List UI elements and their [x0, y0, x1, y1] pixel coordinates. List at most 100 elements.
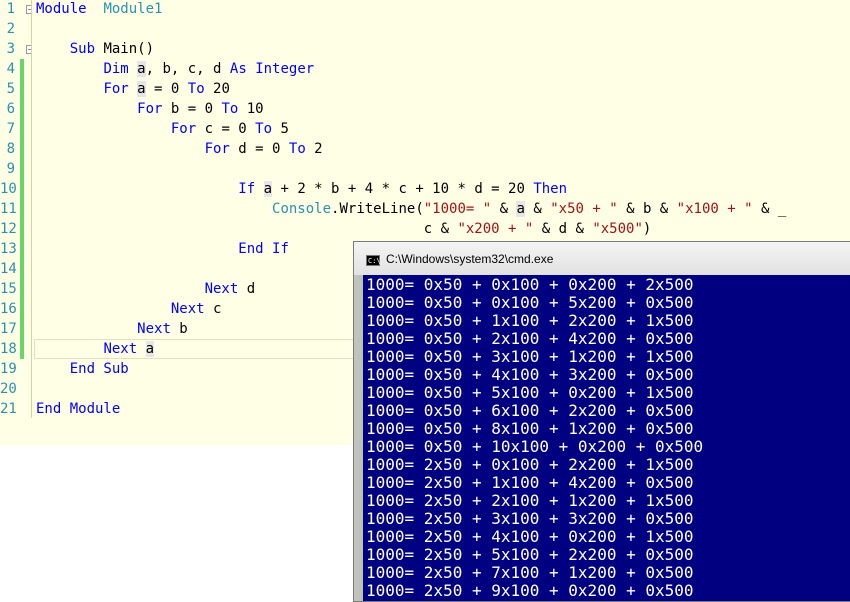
line-number: 17: [0, 321, 17, 337]
code-token: To: [187, 81, 205, 97]
code-line[interactable]: Dim a, b, c, d As Integer: [36, 59, 314, 79]
code-token: [36, 81, 103, 97]
code-token: 2: [305, 141, 323, 157]
code-token: 5: [272, 121, 289, 137]
code-token: &: [491, 201, 517, 217]
code-line[interactable]: End If: [36, 239, 289, 259]
code-line[interactable]: Next b: [36, 319, 188, 339]
code-line[interactable]: c & "x200 + " & d & "x500"): [36, 219, 652, 239]
change-marker: [20, 279, 24, 299]
console-line: 1000= 2x50 + 7x100 + 1x200 + 0x500: [366, 563, 694, 582]
code-token: Next: [103, 341, 138, 357]
code-token: If: [238, 181, 256, 197]
code-token: a: [263, 181, 273, 197]
code-token: ): [642, 221, 652, 237]
code-token: Console: [272, 201, 332, 217]
code-token: Main(): [95, 41, 155, 57]
code-token: & _: [752, 201, 787, 217]
console-line: 1000= 2x50 + 4x100 + 0x200 + 1x500: [366, 527, 694, 546]
code-token: End Module: [36, 401, 121, 417]
console-line: 1000= 0x50 + 10x100 + 0x200 + 0x500: [366, 437, 704, 456]
code-token: [36, 141, 205, 157]
code-token: Sub: [69, 41, 96, 57]
code-token: [87, 1, 104, 17]
cmd-window-title: C:\Windows\system32\cmd.exe: [386, 252, 554, 266]
console-line: 1000= 2x50 + 1x100 + 4x200 + 0x500: [366, 473, 694, 492]
cmd-window-border: [354, 275, 363, 601]
line-number: 10: [0, 181, 17, 197]
code-line[interactable]: For c = 0 To 5: [36, 119, 289, 139]
console-line: 1000= 0x50 + 3x100 + 1x200 + 1x500: [366, 347, 694, 366]
code-line[interactable]: For a = 0 To 20: [36, 79, 230, 99]
code-token: [137, 341, 145, 357]
change-marker: [20, 179, 24, 199]
change-marker: [20, 119, 24, 139]
code-line[interactable]: Console.WriteLine("1000= " & a & "x50 + …: [36, 199, 786, 219]
code-token: For: [137, 101, 163, 117]
code-token: c = 0: [196, 121, 256, 137]
code-token: b = 0: [162, 101, 222, 117]
code-token: To: [255, 121, 273, 137]
console-line: 1000= 0x50 + 1x100 + 2x200 + 1x500: [366, 311, 694, 330]
console-line: 1000= 2x50 + 0x100 + 2x200 + 1x500: [366, 455, 694, 474]
cmd-titlebar[interactable]: C:\ C:\Windows\system32\cmd.exe: [354, 242, 850, 275]
code-token: [36, 241, 238, 257]
code-token: For: [204, 141, 230, 157]
code-line[interactable]: If a + 2 * b + 4 * c + 10 * d = 20 Then: [36, 179, 567, 199]
code-token: d: [238, 281, 256, 297]
change-marker: [20, 299, 24, 319]
code-token: Next: [204, 281, 239, 297]
code-token: [129, 61, 137, 77]
code-line[interactable]: Module Module1: [36, 0, 162, 19]
console-line: 1000= 0x50 + 4x100 + 3x200 + 0x500: [366, 365, 694, 384]
code-token: For: [170, 121, 197, 137]
line-number: 20: [0, 381, 17, 397]
code-token: Next: [170, 301, 205, 317]
code-token: Integer: [255, 61, 315, 77]
code-token: Module1: [103, 1, 163, 17]
line-number: 15: [0, 281, 17, 297]
change-marker: [20, 319, 24, 339]
code-line[interactable]: Next c: [36, 299, 222, 319]
code-area[interactable]: Module Module1 Sub Main() Dim a, b, c, d…: [31, 0, 850, 419]
console-line: 1000= 2x50 + 3x100 + 3x200 + 0x500: [366, 509, 694, 528]
line-number: 12: [0, 221, 17, 237]
line-number: 2: [6, 21, 15, 37]
code-line[interactable]: End Module: [36, 399, 120, 419]
code-line[interactable]: For b = 0 To 10: [36, 99, 263, 119]
code-line[interactable]: Next a: [36, 339, 155, 359]
cmd-icon: C:\: [366, 255, 381, 266]
code-line[interactable]: For d = 0 To 2: [36, 139, 323, 159]
code-token: + 2 * b + 4 * c + 10 * d = 20: [272, 181, 534, 197]
code-line[interactable]: End Sub: [36, 359, 129, 379]
cmd-window[interactable]: C:\ C:\Windows\system32\cmd.exe 1000= 0x…: [353, 241, 850, 602]
code-token: "x50 + ": [550, 201, 618, 217]
change-marker: [20, 259, 24, 279]
line-number: 13: [0, 241, 17, 257]
code-token: [36, 301, 171, 317]
code-line[interactable]: Next d: [36, 279, 256, 299]
console-line: 1000= 2x50 + 9x100 + 0x200 + 0x500: [366, 581, 694, 600]
change-marker: [20, 159, 24, 179]
code-token: a: [137, 61, 146, 77]
code-token: , b, c, d: [145, 61, 230, 77]
code-token: For: [103, 81, 129, 97]
line-number: 7: [6, 121, 15, 137]
code-token: a: [145, 341, 155, 357]
line-number: 9: [6, 161, 15, 177]
code-token: [36, 281, 205, 297]
code-token: "1000= ": [423, 201, 492, 217]
console-line: 1000= 0x50 + 8x100 + 1x200 + 0x500: [366, 419, 694, 438]
code-token: [36, 341, 103, 357]
code-line[interactable]: Sub Main(): [36, 39, 154, 59]
code-token: b: [170, 321, 188, 337]
code-token: End Sub: [69, 361, 129, 377]
code-token: [36, 181, 238, 197]
code-token: To: [288, 141, 306, 157]
line-number: 5: [6, 81, 15, 97]
code-token: To: [221, 101, 239, 117]
change-marker: [20, 239, 24, 259]
line-number: 8: [6, 141, 15, 157]
line-number: 11: [0, 201, 17, 217]
